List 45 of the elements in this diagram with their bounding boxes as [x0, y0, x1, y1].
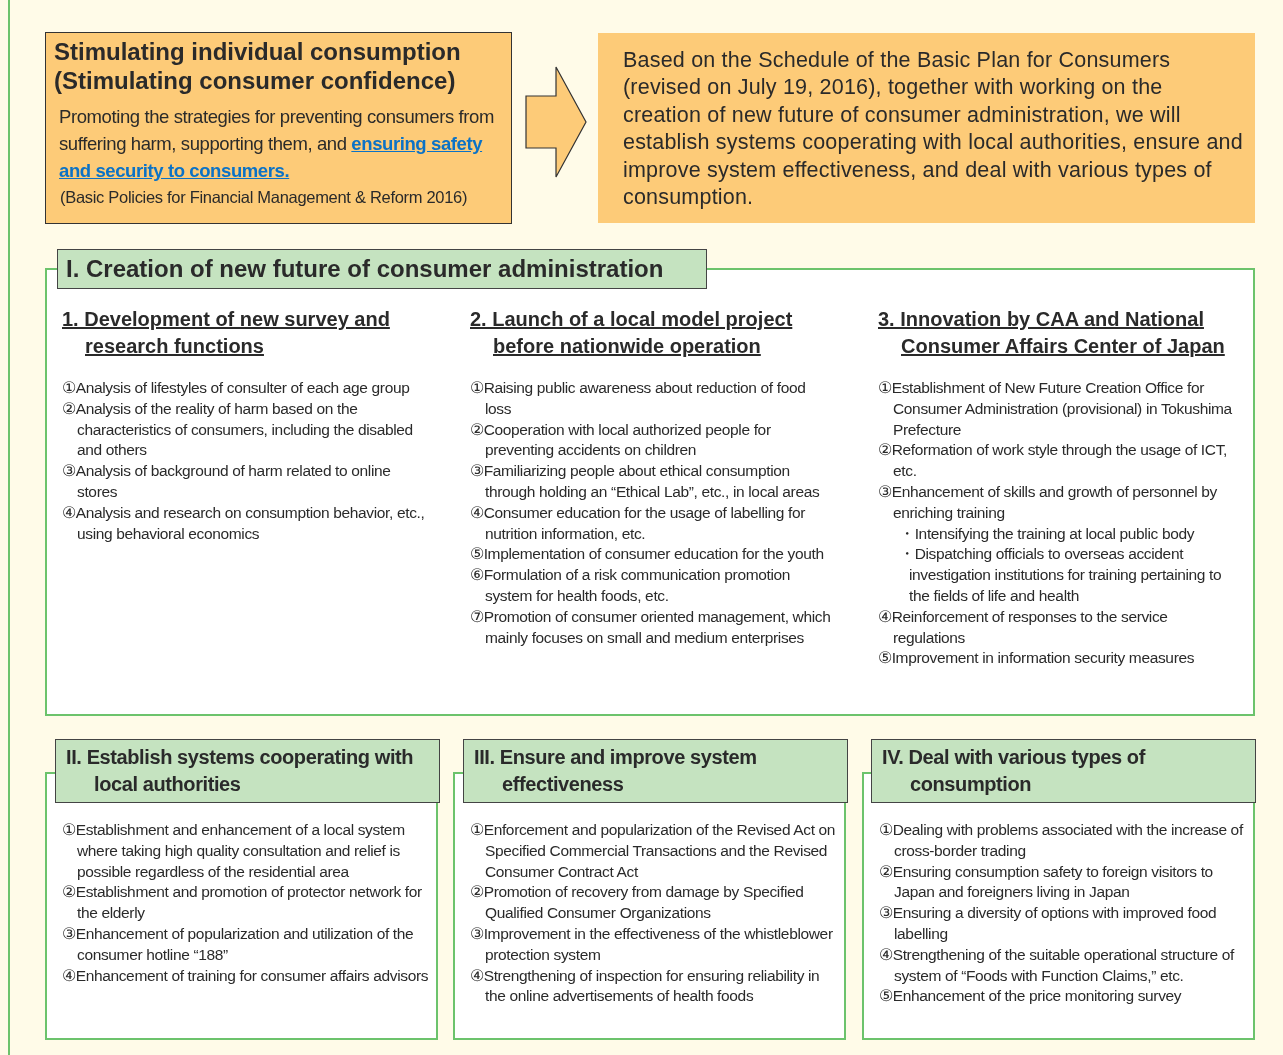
source-note: (Basic Policies for Financial Management & Reform 2016) [60, 187, 469, 208]
column-heading: 2. Launch of a local model project before nationwide operation [470, 307, 794, 359]
list-item: ②Analysis of the reality of harm based on the characteristics of consumers, including the disabled and others [62, 398, 414, 461]
list-item: ④Consumer education for the usage of labelling for nutrition information, etc. [470, 502, 807, 544]
box-title: Stimulating individual consumption (Stimulating consumer confidence) [54, 37, 462, 95]
list-item: ③Enhancement of skills and growth of personnel by enriching training [878, 482, 1218, 523]
list-item: ④Reinforcement of responses to the service regulations [878, 606, 1169, 648]
list-item: ⑤Implementation of consumer education for the youth [470, 544, 825, 565]
list-item: ③Ensuring a diversity of options with improved food labelling [879, 903, 1218, 944]
list-item: ③Improvement in the effectiveness of the whistleblower protection system [470, 924, 834, 965]
box-text: Promoting the strategies for preventing consumers from suffering harm, supporting them, and ensuring safety and security to consumers. [59, 105, 495, 183]
list-item: ⑥Formulation of a risk communication promotion system for health foods, etc. [470, 565, 792, 606]
list-item: ②Reformation of work style through the usage of ICT, etc. [878, 440, 1229, 482]
section-heading: III. Ensure and improve system effectiveness [463, 739, 848, 803]
list-item: ④Enhancement of training for consumer affairs advisors [62, 965, 430, 986]
summary-text: Based on the Schedule of the Basic Plan for Consumers (revised on July 19, 2016), together with working on the creation of new future of consumer administration, we will establish systems cooperating with local authorities, ensure and improve system effectiveness, and deal with various types of consumption. [623, 47, 1244, 212]
list-item: ③Enhancement of popularization and utilization of the consumer hotline “188” [62, 924, 415, 965]
list-item: ①Establishment of New Future Creation Office for Consumer Administration (provisional) in Tokushima Prefecture [878, 378, 1233, 440]
list-item: ①Dealing with problems associated with the increase of cross-border trading [879, 820, 1245, 861]
summary-box [598, 33, 1255, 223]
column-heading: 3. Innovation by CAA and National Consumer Affairs Center of Japan [878, 307, 1226, 359]
list-item: ⑦Promotion of consumer oriented management, which mainly focuses on small and medium enterprises [470, 606, 832, 648]
list-item: ①Enforcement and popularization of the Revised Act on Specified Commercial Transactions and the Revised Consumer Contract Act [470, 820, 837, 882]
list-item: ②Cooperation with local authorized people for preventing accidents on children [470, 419, 772, 461]
list-item: ③Analysis of background of harm related to online stores [62, 461, 392, 502]
list-item: ③Familiarizing people about ethical consumption through holding an “Ethical Lab”, etc., in local areas [470, 461, 821, 502]
list-item: ⑤Enhancement of the price monitoring survey [879, 986, 1183, 1007]
list-item: ②Establishment and promotion of protector network for the elderly [62, 882, 423, 924]
list-item: ①Establishment and enhancement of a local system where taking high quality consultation and relief is possible regardless of the residential area [62, 820, 406, 882]
list-item: ①Raising public awareness about reduction of food loss [470, 378, 807, 419]
column-heading: 1. Development of new survey and research functions [62, 307, 391, 359]
section-heading: I. Creation of new future of consumer administration [57, 249, 707, 289]
list-item: ・Dispatching officials to overseas accident investigation institutions for training pertaining to the fields of life and health [898, 544, 1223, 606]
list-item: ④Strengthening of the suitable operational structure of system of “Foods with Function Claims,” etc. [879, 944, 1236, 986]
list-item: ④Strengthening of inspection for ensuring reliability in the online advertisements of health foods [470, 965, 821, 1007]
list-item: ②Ensuring consumption safety to foreign visitors to Japan and foreigners living in Japan [879, 861, 1214, 903]
list-item: ・Intensifying the training at local public body [898, 523, 1196, 544]
list-item: ④Analysis and research on consumption behavior, etc., using behavioral economics [62, 502, 426, 544]
list-item: ②Promotion of recovery from damage by Specified Qualified Consumer Organizations [470, 882, 805, 924]
block-arrow [525, 66, 587, 178]
list-item: ①Analysis of lifestyles of consulter of each age group [62, 378, 411, 398]
section-heading: IV. Deal with various types of consumption [871, 739, 1256, 803]
policy-box [45, 32, 512, 224]
section-heading: II. Establish systems cooperating with local authorities [55, 739, 440, 803]
list-item: ⑤Improvement in information security measures [878, 648, 1196, 669]
